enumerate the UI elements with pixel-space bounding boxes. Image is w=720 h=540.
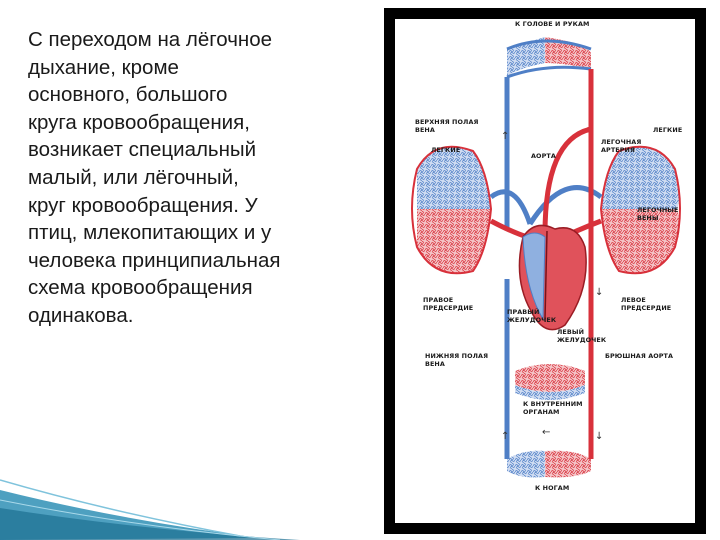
head-capillaries-arterial (545, 37, 591, 69)
right-lung-arterial (601, 209, 680, 274)
paragraph: С переходом на лёгочное дыхание, кроме о… (28, 26, 378, 330)
legs-capillaries-arterial (545, 450, 591, 478)
label-lungs-left: ЛЕГКИЕ (431, 146, 461, 154)
label-line: ЛЕВЫЙ (557, 328, 585, 336)
paragraph-line: круга кровообращения, (28, 110, 250, 134)
label-line: ВЕРХНЯЯ ПОЛАЯ (415, 118, 479, 126)
paragraph-line: возникает специальный (28, 138, 257, 162)
label-line: ПРЕДСЕРДИЕ (621, 303, 672, 312)
arrow-up-icon: ↑ (501, 431, 509, 442)
label-line: ЛЕГОЧНЫЕ (637, 206, 679, 214)
diagram-frame: ↑ ↑ ↓ ↓ ← К ГОЛОВЕ И РУКАМ ВЕРХНЯЯ ПОЛАЯ… (384, 8, 706, 534)
label-sup-vena-cava: ВЕРХНЯЯ ПОЛАЯ ВЕНА (415, 118, 479, 134)
paragraph-line: человека принципиальная (28, 248, 281, 272)
circulation-svg: ↑ ↑ ↓ ↓ ← (411, 37, 681, 478)
arrow-down-icon: ↓ (595, 431, 603, 442)
head-vessels (506, 39, 592, 79)
paragraph-line: схема кровообращения (28, 276, 253, 300)
label-line: ВЕНЫ (637, 213, 659, 222)
label-aorta: АОРТА (531, 152, 556, 160)
paragraph-line: птиц, млекопитающих и у (28, 221, 272, 245)
arrow-up-icon: ↑ (501, 131, 509, 142)
label-line: ВЕНА (415, 125, 435, 134)
label-left-atrium: ЛЕВОЕ ПРЕДСЕРДИЕ (621, 296, 672, 312)
label-line: ПРАВЫЙ (507, 308, 540, 316)
right-heart (522, 232, 546, 321)
aorta (542, 69, 594, 235)
arrow-down-icon: ↓ (595, 287, 603, 298)
label-line: ОРГАНАМ (523, 407, 560, 416)
right-lung-outline (599, 145, 681, 275)
right-lung-venous (601, 146, 680, 209)
left-lung-arterial (417, 209, 491, 274)
arrow-right-icon: ← (542, 427, 550, 438)
label-pulmonary-veins: ЛЕГОЧНЫЕ ВЕНЫ (637, 206, 679, 222)
paragraph-line: С переходом на лёгочное (28, 28, 273, 51)
label-line: АРТЕРИЯ (601, 145, 636, 154)
label-left-ventricle: ЛЕВЫЙ ЖЕЛУДОЧЕК (557, 328, 607, 344)
label-line: ПРАВОЕ (423, 296, 454, 304)
paragraph-line: одинакова. (28, 303, 134, 327)
label-line: К ВНУТРЕННИМ (523, 400, 583, 408)
label-lungs-right: ЛЕГКИЕ (653, 126, 683, 134)
internal-organs-venous (515, 385, 585, 400)
legs-capillaries-venous (507, 450, 545, 478)
label-legs: К НОГАМ (535, 484, 570, 492)
label-line: ЛЕВОЕ (621, 296, 646, 304)
heart-septum (544, 230, 548, 320)
internal-organs-capillaries (515, 364, 585, 392)
paragraph-line: круг кровообращения. У (28, 193, 258, 217)
label-line: ВЕНА (425, 359, 445, 368)
label-line: ЖЕЛУДОЧЕК (507, 315, 557, 324)
label-head-arms: К ГОЛОВЕ И РУКАМ (515, 20, 590, 28)
paragraph-line: малый, или лёгочный, (28, 165, 239, 189)
label-right-ventricle: ПРАВЫЙ ЖЕЛУДОЧЕК (507, 308, 557, 324)
label-pulmonary-artery: ЛЕГОЧНАЯ АРТЕРИЯ (601, 138, 642, 154)
slide-decoration (0, 479, 300, 540)
circulation-diagram: ↑ ↑ ↓ ↓ ← К ГОЛОВЕ И РУКАМ ВЕРХНЯЯ ПОЛАЯ… (395, 19, 695, 523)
label-line: ЖЕЛУДОЧЕК (557, 335, 607, 344)
label-abdominal-aorta: БРЮШНАЯ АОРТА (605, 352, 674, 360)
label-line: ПРЕДСЕРДИЕ (423, 303, 474, 312)
label-inf-vena-cava: НИЖНЯЯ ПОЛАЯ ВЕНА (425, 352, 489, 368)
label-right-atrium: ПРАВОЕ ПРЕДСЕРДИЕ (423, 296, 474, 312)
left-lung-outline (411, 145, 493, 275)
label-line: НИЖНЯЯ ПОЛАЯ (425, 352, 489, 360)
paragraph-line: дыхание, кроме (28, 55, 179, 79)
label-line: ЛЕГОЧНАЯ (601, 138, 642, 146)
pulmonary-artery (489, 185, 603, 226)
label-internal-organs: К ВНУТРЕННИМ ОРГАНАМ (523, 400, 583, 416)
left-lung-venous (417, 146, 491, 209)
paragraph-line: основного, большого (28, 83, 228, 107)
